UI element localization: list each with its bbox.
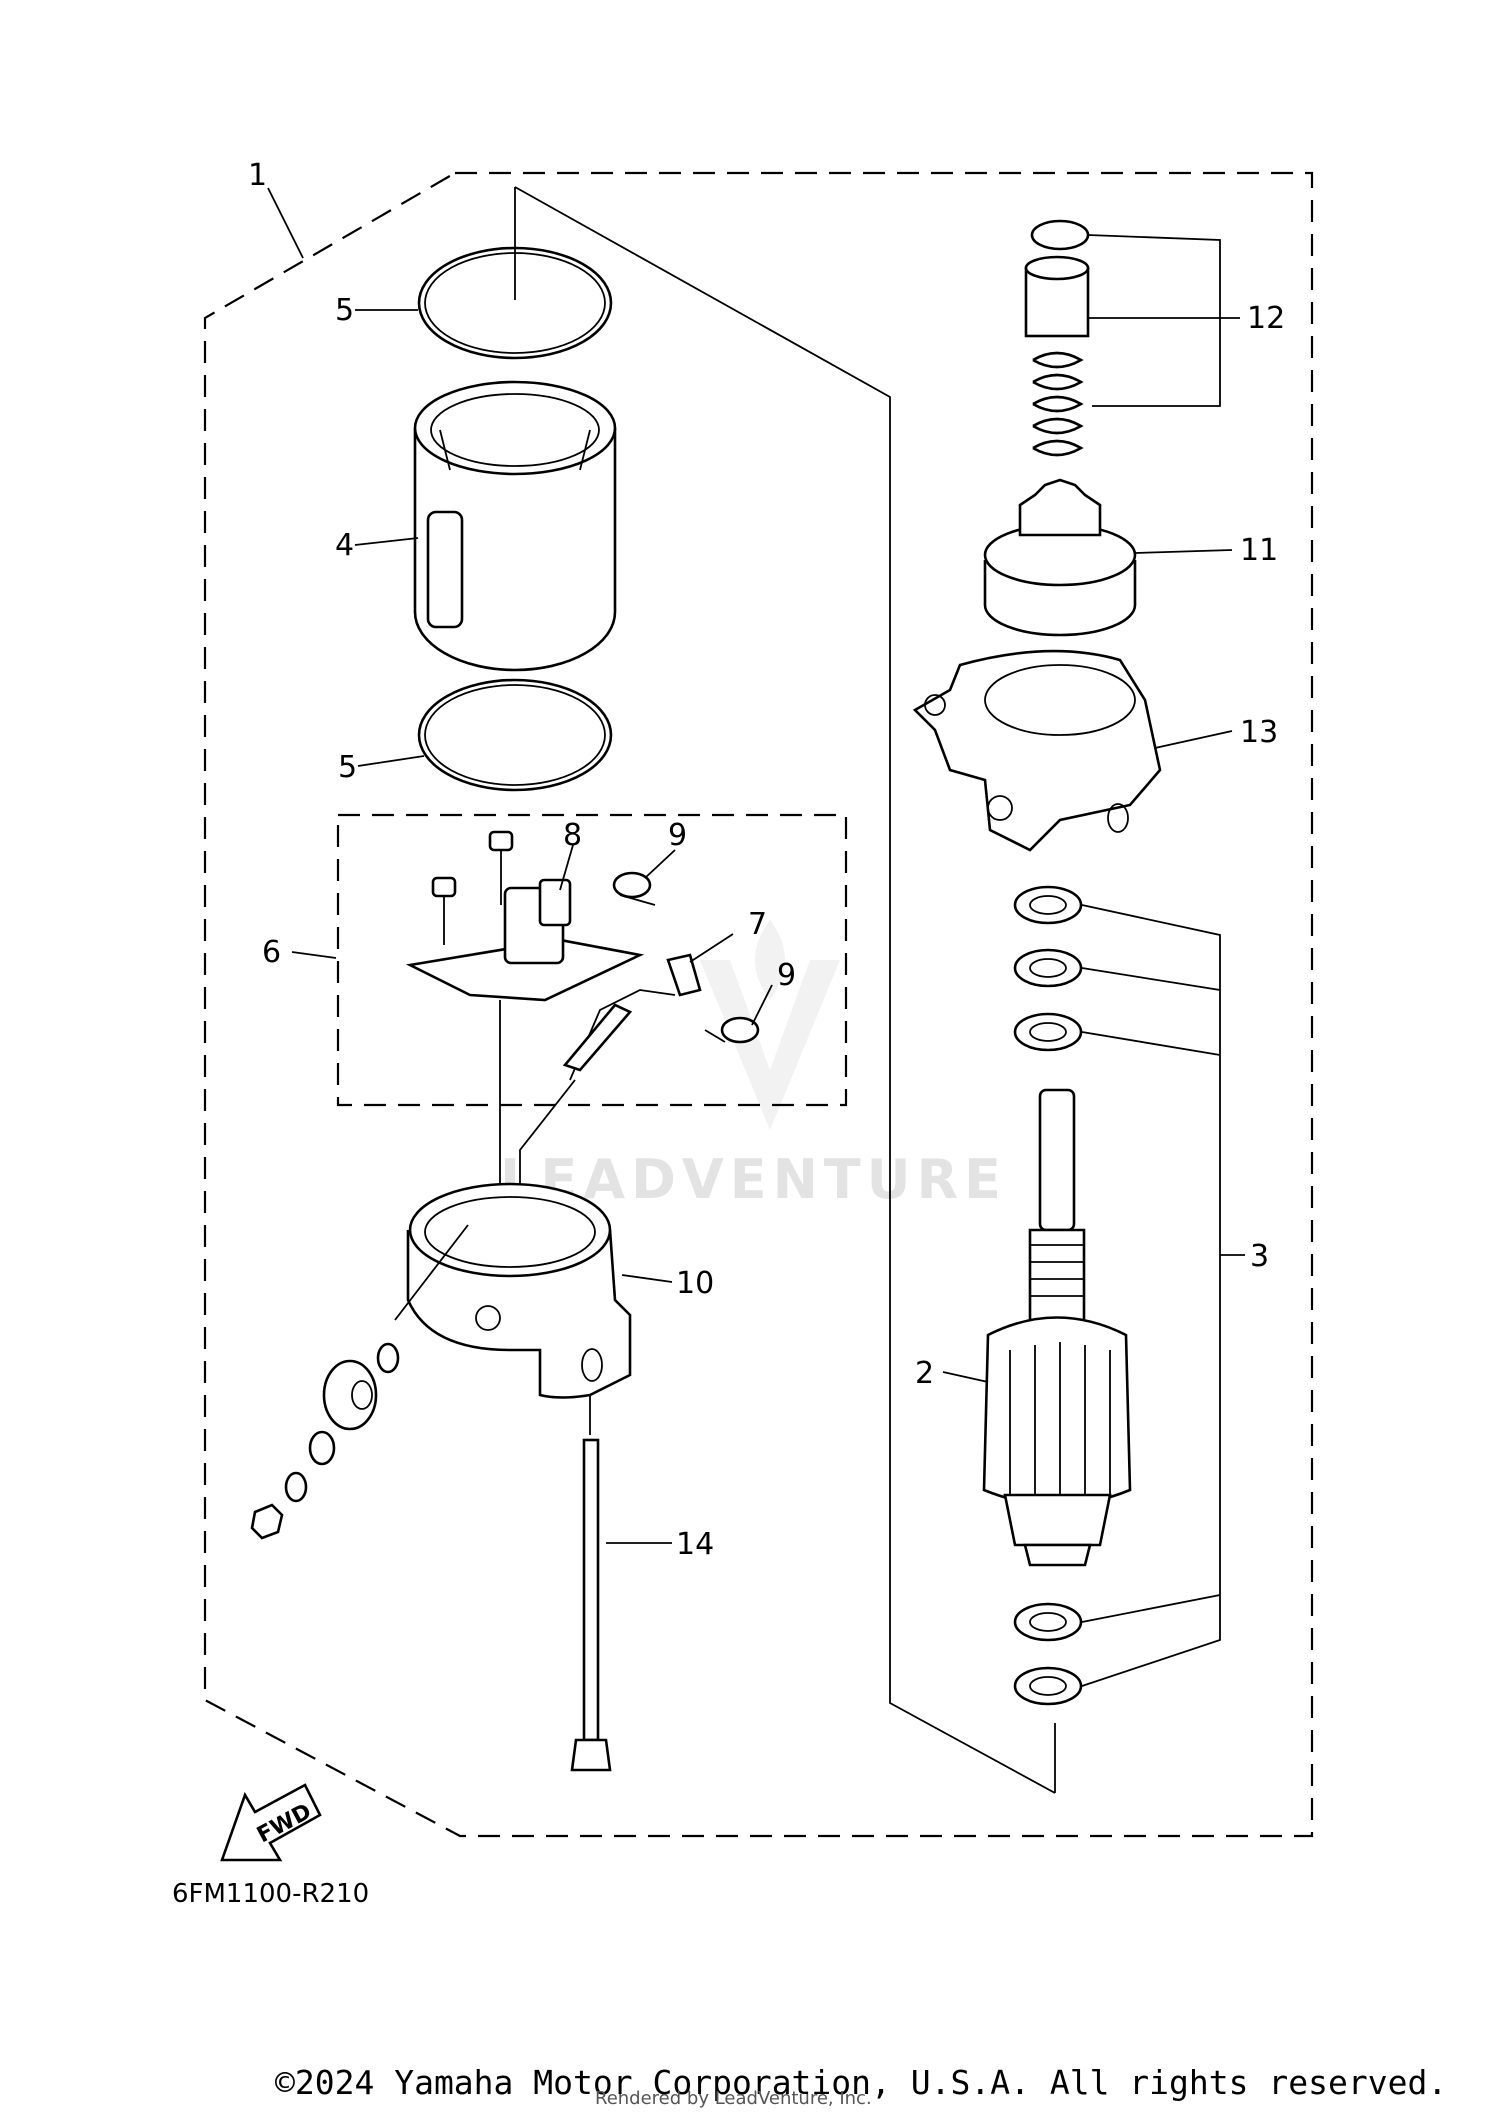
diagram-code: 6FM1100-R210 <box>172 1879 369 1909</box>
callout-8: 8 <box>563 818 582 853</box>
callout-9b: 9 <box>777 958 796 993</box>
callout-3: 3 <box>1250 1239 1269 1274</box>
front-bracket-part <box>912 649 1162 852</box>
pinion-part <box>983 478 1137 637</box>
brush-holder-assembly <box>405 830 702 1081</box>
callout-2: 2 <box>915 1356 934 1391</box>
o-ring-bottom <box>417 678 613 792</box>
pinion-stopper-set <box>1024 219 1090 457</box>
brush-holder-boundary <box>336 813 848 1107</box>
callout-1: 1 <box>248 158 267 193</box>
callout-5b: 5 <box>338 750 357 785</box>
callout-13: 13 <box>1240 715 1278 750</box>
through-bolt-part <box>570 1395 612 1772</box>
assembly-boundary <box>203 171 1314 1838</box>
fwd-arrow-icon: FWD <box>220 1783 322 1862</box>
rendered-by-notice: Rendered by LeadVenture, Inc. <box>595 2088 872 2109</box>
watermark-logo <box>700 920 840 1130</box>
callout-6: 6 <box>262 935 281 970</box>
copyright-notice: ©2024 Yamaha Motor Corporation, U.S.A. A… <box>275 2063 1448 2102</box>
callout-14: 14 <box>676 1527 714 1562</box>
callout-12: 12 <box>1247 301 1285 336</box>
assembly-path-line <box>514 186 1056 1794</box>
callout-7: 7 <box>748 907 767 942</box>
callout-10: 10 <box>676 1266 714 1301</box>
rear-bracket-part <box>406 1182 632 1399</box>
callout-4: 4 <box>335 528 354 563</box>
bracket-to-washer-line <box>394 1224 469 1321</box>
spring-9a <box>612 871 656 906</box>
o-ring-top <box>417 246 613 360</box>
terminal-hardware <box>250 1342 400 1540</box>
armature-part <box>982 1088 1132 1567</box>
callout-11: 11 <box>1240 533 1278 568</box>
washer-set <box>1013 885 1083 1706</box>
leader-lines <box>267 187 1245 1687</box>
callout-5a: 5 <box>335 293 354 328</box>
spring-9b <box>704 1016 760 1044</box>
yoke-part <box>413 380 617 672</box>
callout-9a: 9 <box>668 818 687 853</box>
